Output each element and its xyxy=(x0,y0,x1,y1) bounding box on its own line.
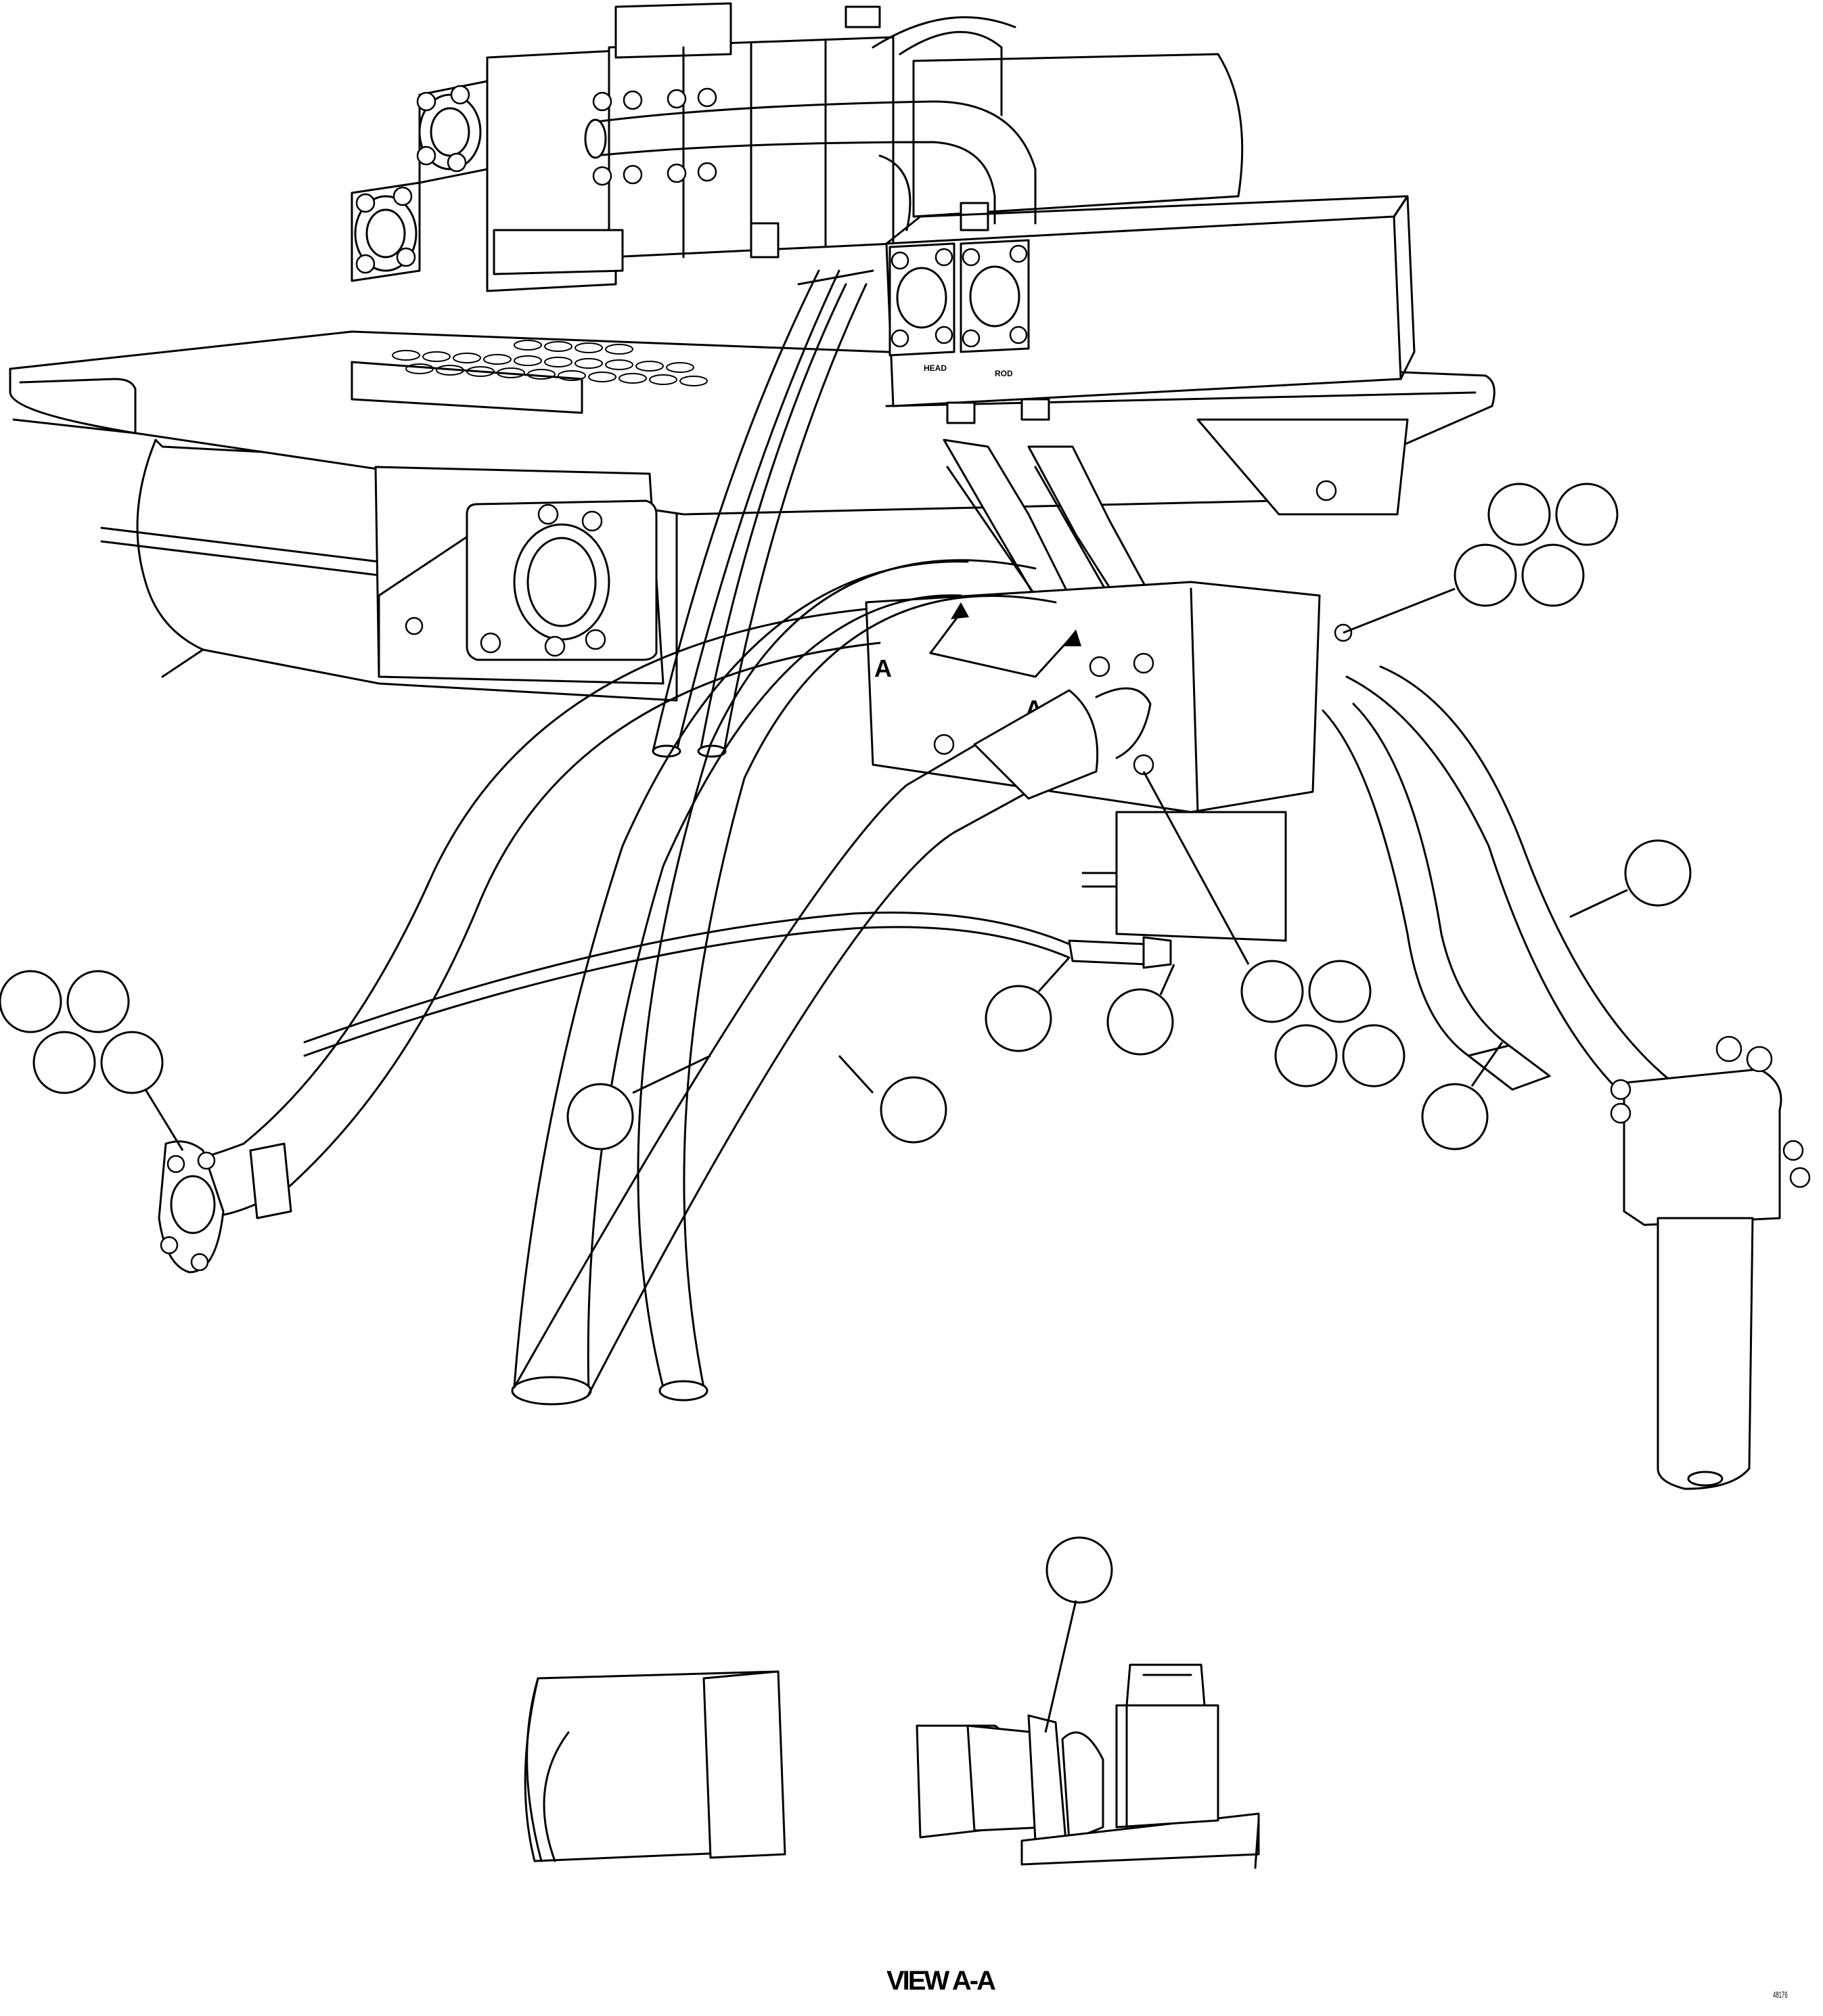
hydraulic-filter xyxy=(1610,1035,1811,1490)
head-port-label: HEAD xyxy=(924,363,947,373)
drawing-number: 48176 xyxy=(1773,1990,1788,2000)
upper-return-pipe xyxy=(584,16,1037,225)
main-assembly-view: HEAD ROD xyxy=(0,2,1811,1490)
valve-bank xyxy=(486,2,1244,292)
thin-hoses xyxy=(652,154,912,758)
port-manifold: HEAD ROD xyxy=(885,195,1416,424)
view-a-a-detail xyxy=(524,1536,1260,1869)
section-marker-a-left: A xyxy=(874,654,892,682)
platform-hole-grid xyxy=(392,340,708,386)
view-caption: VIEW A-A xyxy=(886,1966,996,1996)
pump-flange xyxy=(466,499,658,661)
callout-balloons xyxy=(0,483,1692,1151)
left-pressure-hose xyxy=(158,608,881,1274)
valve-side-flanges xyxy=(351,80,489,282)
control-valve-block xyxy=(865,581,1353,942)
pilot-line xyxy=(303,911,1172,1057)
section-indicator: A A xyxy=(874,602,1081,723)
large-hoses xyxy=(511,559,1152,1406)
rod-port-label: ROD xyxy=(995,369,1013,378)
